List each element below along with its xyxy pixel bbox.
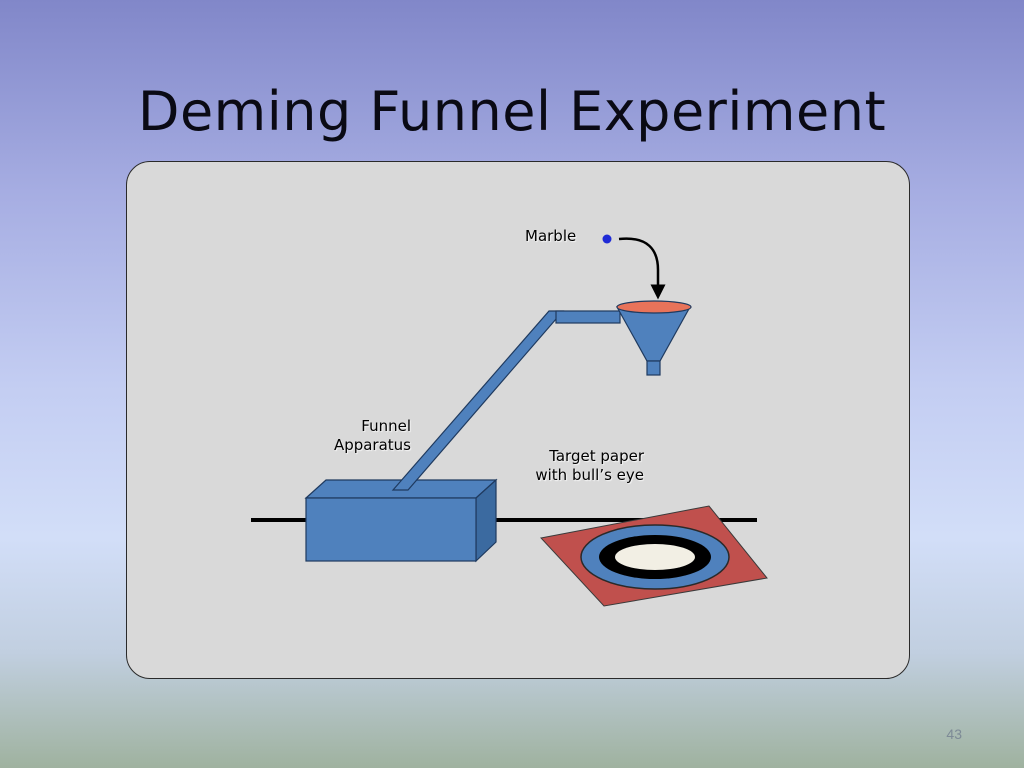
funnel-apparatus-label: Funnel Apparatus [318, 417, 411, 455]
funnel-spout [646, 360, 661, 376]
target-paper-label: Target paper with bull’s eye [522, 447, 644, 485]
marble-path-arrow [618, 237, 666, 300]
funnel-apparatus-label-line1: Funnel [361, 417, 411, 435]
slide-title: Deming Funnel Experiment [137, 80, 887, 143]
marble-label: Marble [525, 227, 577, 245]
funnel-apparatus-label-line2: Apparatus [333, 436, 411, 454]
bullseye-center [615, 544, 695, 570]
target-paper-label-line2: with bull’s eye [535, 466, 644, 484]
apparatus-horizontal-arm [555, 310, 621, 324]
target-paper-label-line1: Target paper [549, 447, 644, 465]
diagram-panel [126, 161, 910, 679]
funnel-cone [615, 306, 692, 362]
funnel-rim [616, 300, 692, 314]
apparatus-box-front [305, 497, 477, 562]
marble [602, 234, 612, 244]
page-number: 43 [946, 726, 962, 742]
